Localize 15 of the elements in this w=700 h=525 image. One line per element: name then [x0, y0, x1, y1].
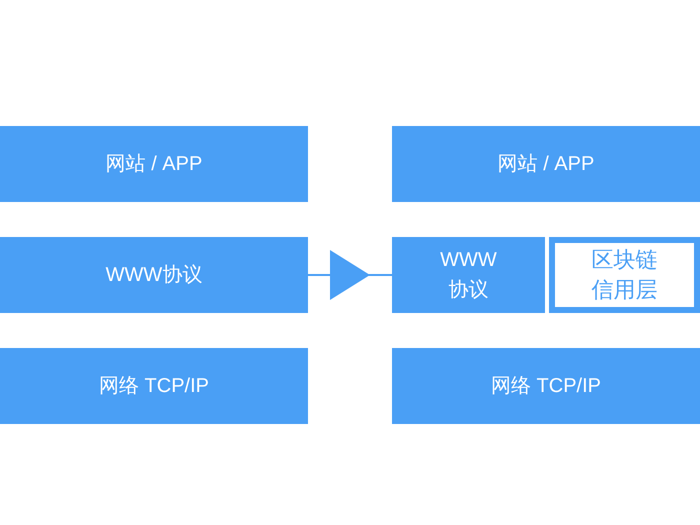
layer-box	[0, 126, 308, 202]
layer-label: 网站 / APP	[498, 152, 594, 177]
layer-box	[0, 237, 308, 313]
layer-box	[0, 348, 308, 424]
highlighted-layer-box	[549, 237, 700, 313]
layer-label: 网站 / APP	[106, 152, 202, 177]
layer-box	[392, 348, 700, 424]
layer-box	[392, 237, 545, 313]
layer-label: 区块链信用层	[590, 246, 658, 304]
layer-label: WWW协议	[106, 263, 202, 288]
layer-label: WWW协议	[439, 248, 498, 303]
layer-label: 网络 TCP/IP	[98, 374, 209, 399]
layer-label: 网络 TCP/IP	[490, 374, 601, 399]
layer-box	[392, 126, 700, 202]
arrow	[308, 250, 392, 300]
